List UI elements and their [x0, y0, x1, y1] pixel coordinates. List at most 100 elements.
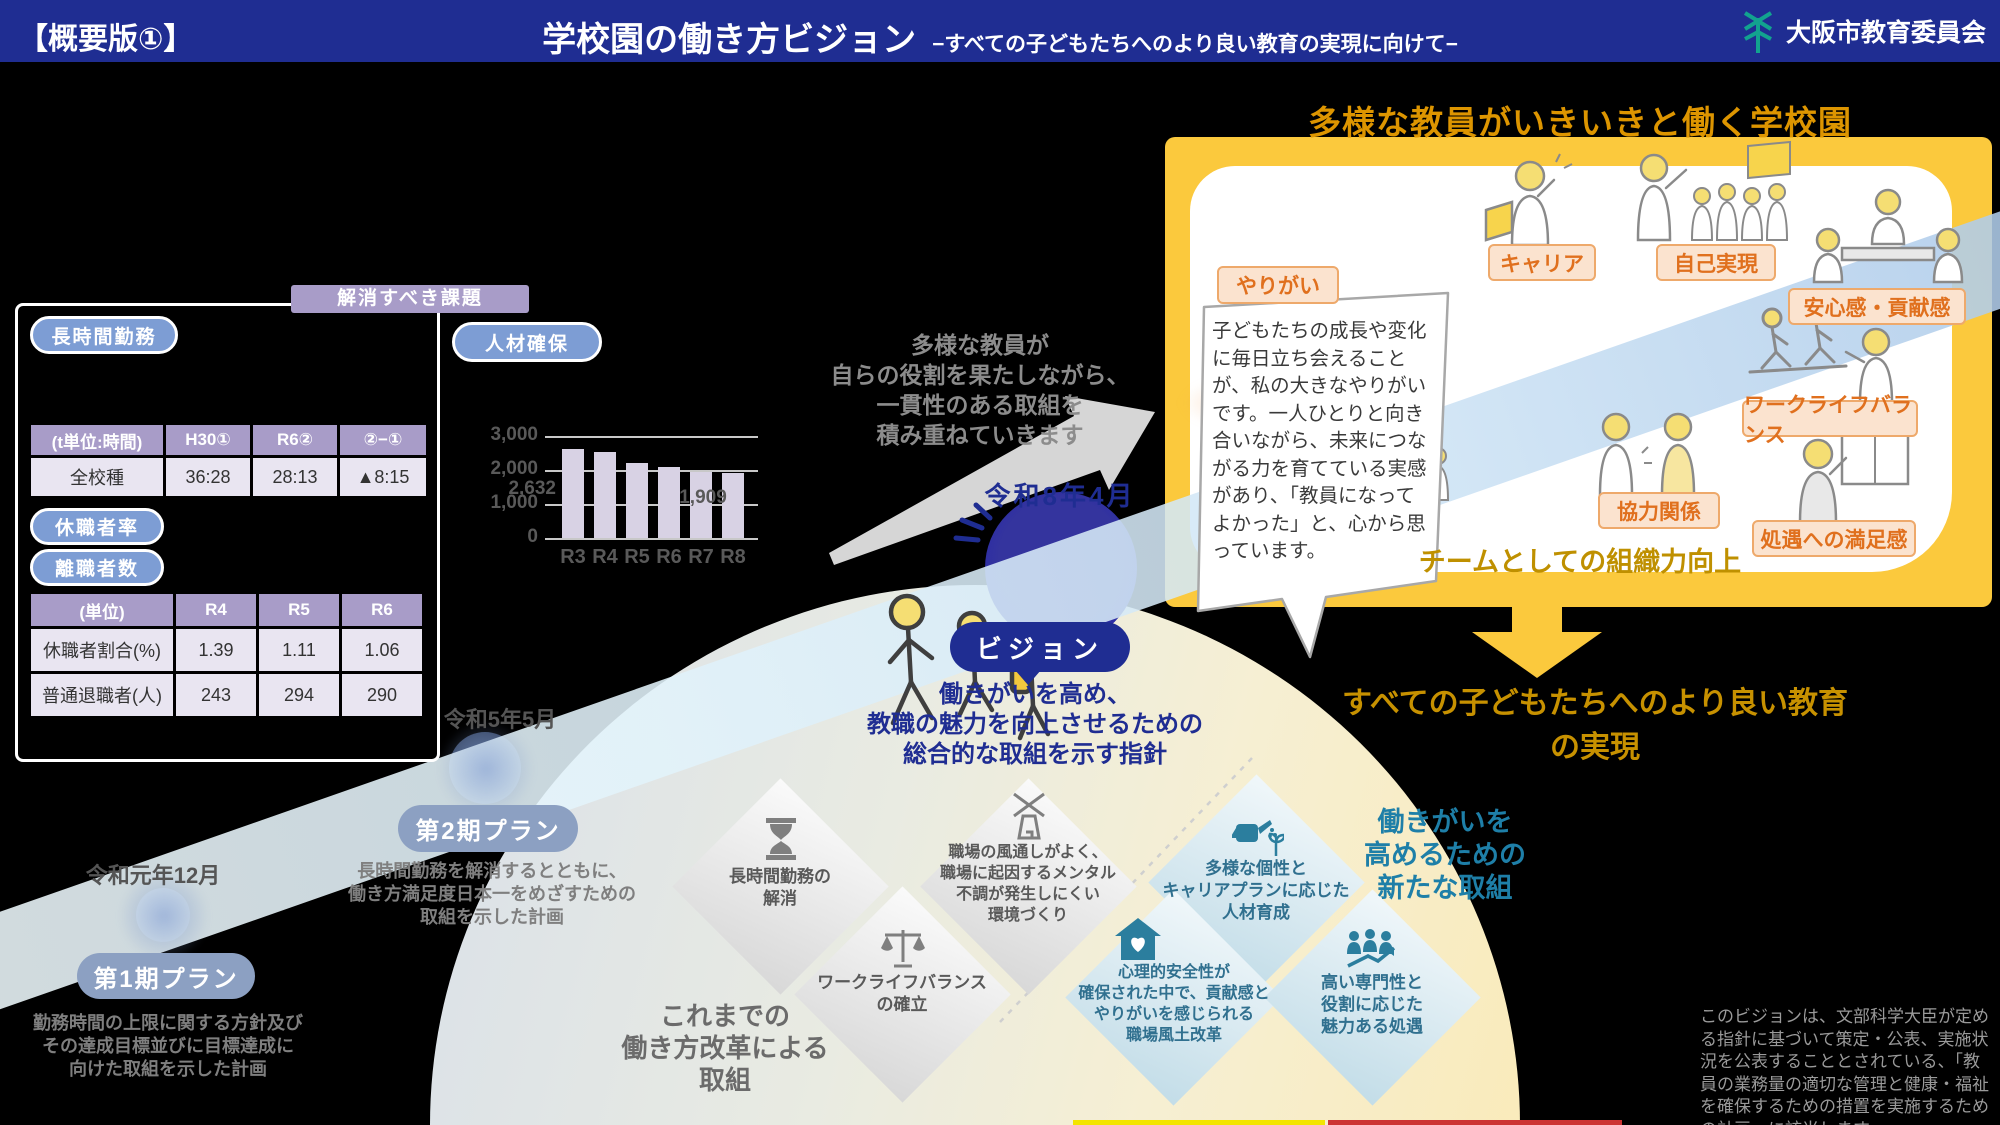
column-header: H30①: [166, 425, 250, 455]
header-title-wrap: 学校園の働き方ビジョン −すべての子どもたちへのより良い教育の実現に向けて−: [400, 0, 1600, 62]
team-strength-label: チームとしての組織力向上: [1418, 547, 1742, 577]
people-growth-icon: [1347, 929, 1396, 968]
speech-bubble-text: 子どもたちの成長や変化に毎日立ち会えることが、私の大きなやりがいです。一人ひとり…: [1212, 320, 1427, 562]
column-header: R4: [176, 594, 256, 626]
page-title: 学校園の働き方ビジョン: [542, 21, 917, 59]
chart-bar: [594, 451, 616, 538]
tag-work-life-balance: ワークライフバランス: [1742, 394, 1918, 447]
new-initiatives-label: 働きがいを 高めるための 新たな取組: [1364, 807, 1526, 903]
edition-label: 【概要版①】: [18, 23, 194, 56]
table-row: 普通退職者(人) 243 294 290: [31, 674, 422, 716]
vision-badge-pointer: [1015, 670, 1041, 685]
column-header: R6: [342, 594, 422, 626]
org-name: 大阪市教育委員会: [1785, 19, 1986, 47]
diamond-label: 心理的安全性が 確保された中で、貢献感と やりがいを感じられる 職場風土改革: [1078, 964, 1270, 1044]
x-axis-tick: R6: [656, 546, 682, 568]
tag-security-contribution: 安心感・貢献感: [1788, 288, 1966, 325]
chart-bar: [658, 467, 680, 538]
plan2-desc: 長時間勤務を解消するとともに、 働き方満足度日本一をめざすための 取組を示した計…: [348, 861, 636, 927]
table-cell: ▲8:15: [340, 458, 426, 496]
diamond-label: 職場の風通しがよく、 職場に起因するメンタル 不調が発生しにくい 環境づくり: [939, 844, 1116, 924]
issues-panel: [15, 303, 440, 762]
ascending-arrow: [829, 396, 1155, 565]
watering-can-icon: [1232, 820, 1284, 856]
past-initiatives-label: これまでの 働き方改革による 取組: [621, 1001, 829, 1095]
chart-bar: [626, 462, 648, 538]
cooperation-illustration: [1598, 412, 1696, 497]
diamond-label: 多様な個性と キャリアプランに応じた 人材育成: [1162, 859, 1350, 922]
x-axis-tick: R7: [688, 546, 714, 568]
column-header: ②−①: [340, 425, 426, 455]
page-subtitle: −すべての子どもたちへのより良い教育の実現に向けて−: [932, 33, 1458, 56]
table-cell: 全校種: [31, 458, 163, 496]
x-axis-tick: R4: [592, 546, 618, 568]
outcome-arrow-stem: [1512, 602, 1562, 634]
table-cell: 243: [176, 674, 256, 716]
staff-table: (単位) R4 R5 R6 休職者割合(%) 1.39 1.11 1.06 普通…: [28, 591, 425, 719]
hourglass-icon: [766, 818, 796, 860]
plan1-desc: 勤務時間の上限に関する方針及び その達成目標並びに目標達成に 向けた取組を示した…: [33, 1013, 303, 1079]
table-cell: 28:13: [253, 458, 337, 496]
journey-message: 多様な教員が 自らの役割を果たしながら、 一貫性のある取組を 積み重ねていきます: [830, 332, 1130, 448]
goal-box-title: 多様な教員がいきいきと働く学校園: [1308, 104, 1852, 141]
timeline-node-glow: [437, 720, 535, 818]
timeline-node-glow: [118, 870, 210, 962]
table-cell: 休職者割合(%): [31, 629, 173, 671]
badge-turnover: 離職者数: [30, 549, 164, 586]
table-cell: 普通退職者(人): [31, 674, 173, 716]
table-cell: 294: [259, 674, 339, 716]
org-logo-group: 大阪市教育委員会: [1738, 8, 1986, 54]
plan2-date: 令和5年5月: [443, 707, 557, 732]
x-axis-tick: R5: [624, 546, 650, 568]
chart-gridline: [545, 538, 758, 540]
table-header-row: (単位) R4 R5 R6: [31, 594, 422, 626]
plan1-date: 令和元年12月: [85, 863, 221, 888]
table-cell: 36:28: [166, 458, 250, 496]
chart-gridline: [545, 436, 758, 438]
table-cell: 1.39: [176, 629, 256, 671]
working-hours-table: (t単位:時間) H30① R6② ②−① 全校種 36:28 28:13 ▲8…: [28, 422, 429, 499]
chart-gridline: [545, 504, 758, 506]
issues-panel-title: 解消すべき課題: [291, 285, 529, 313]
vision-statement: 働きがいを高め、 教職の魅力を向上させるための 総合的な取組を示す指針: [867, 681, 1203, 768]
column-header: (t単位:時間): [31, 425, 163, 455]
bar-value-label: 1,909: [679, 487, 727, 508]
bottom-edge-red: [1328, 1120, 1622, 1125]
tag-yarigai: やりがい: [1217, 266, 1339, 304]
vision-date: 令和8年4月: [984, 481, 1136, 511]
tag-cooperation: 協力関係: [1598, 492, 1720, 529]
table-cell: 290: [342, 674, 422, 716]
table-row: 全校種 36:28 28:13 ▲8:15: [31, 458, 426, 496]
table-cell: 1.06: [342, 629, 422, 671]
vision-badge: ビジョン: [950, 622, 1130, 672]
outcome-statement: すべての子どもたちへのより良い教育の実現: [1341, 687, 1849, 764]
speech-bubble: [1196, 291, 1450, 659]
chart-bar: [722, 473, 744, 538]
outcome-arrow-head: [1472, 632, 1602, 678]
y-axis-tick: 0: [527, 526, 538, 547]
x-axis-tick: R8: [720, 546, 746, 568]
diamond-label: 長時間勤務の 解消: [729, 867, 831, 908]
column-header: R5: [259, 594, 339, 626]
bar-value-label: 2,632: [508, 478, 556, 499]
y-axis-tick: 3,000: [490, 424, 538, 445]
chart-bar: [562, 448, 584, 538]
plan2-badge: 第2期プラン: [398, 805, 578, 852]
treatment-presentation-illustration: [1798, 426, 1910, 522]
burst-icon: [953, 502, 993, 543]
footnote: このビジョンは、文部科学大臣が定める指針に基づいて策定・公表、実施状況を公表する…: [1700, 1007, 1989, 1125]
badge-recruitment: 人材確保: [452, 322, 602, 362]
tag-self-realization: 自己実現: [1656, 244, 1776, 281]
windmill-icon: [1013, 792, 1045, 840]
table-header-row: (t単位:時間) H30① R6② ②−①: [31, 425, 426, 455]
house-heart-icon: [1115, 918, 1161, 960]
column-header: R6②: [253, 425, 337, 455]
scale-icon: [881, 930, 925, 968]
diamond-label: ワークライフバランス の確立: [817, 973, 987, 1014]
teacher-reading-illustration: [1484, 153, 1573, 247]
y-axis-tick: 2,000: [490, 458, 538, 479]
table-cell: 1.11: [259, 629, 339, 671]
badge-long-hours: 長時間勤務: [30, 316, 178, 354]
